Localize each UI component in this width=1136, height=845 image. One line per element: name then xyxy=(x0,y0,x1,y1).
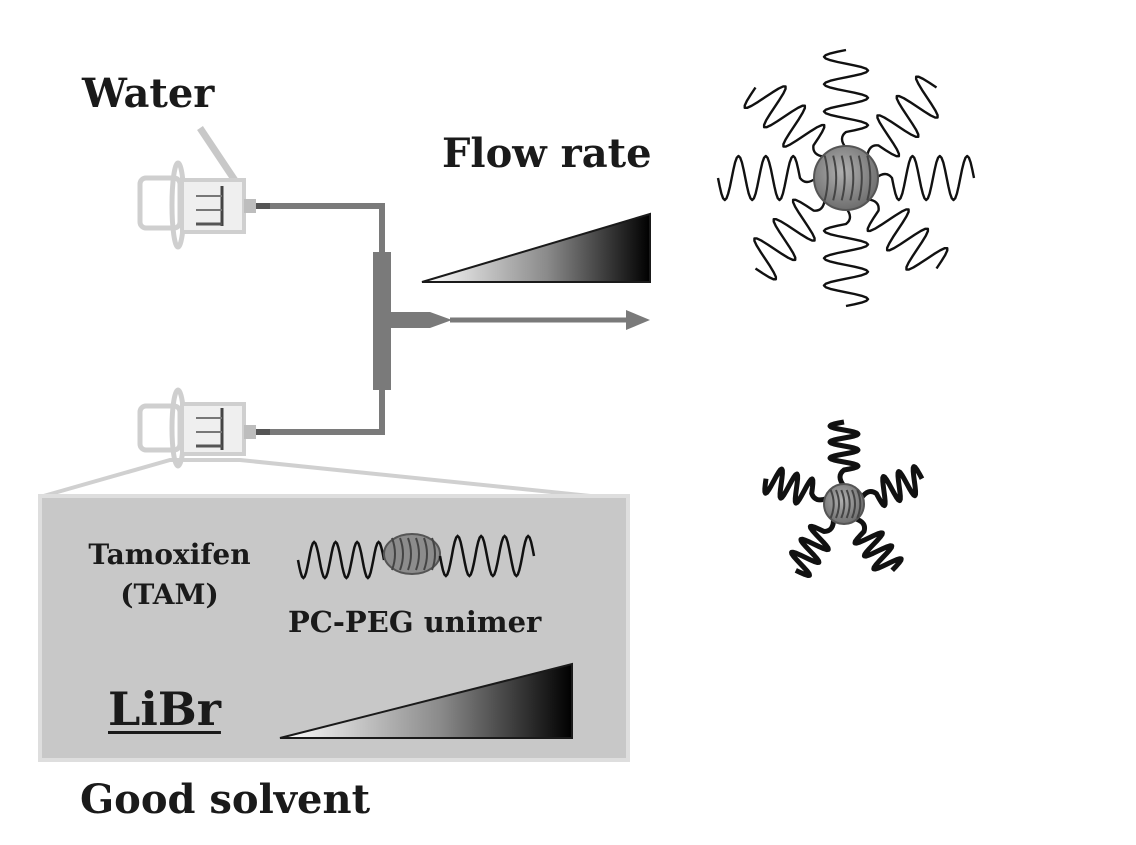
syringe-bottom-icon xyxy=(137,387,270,469)
flow-rate-gradient xyxy=(421,212,651,283)
peg-chain-arm xyxy=(866,198,949,271)
flow-rate-label: Flow rate xyxy=(442,130,652,177)
micelle-small-icon xyxy=(762,419,925,578)
peg-chain-arm xyxy=(743,85,826,158)
peg-chain-arm xyxy=(866,75,939,158)
unimer-icon xyxy=(296,533,536,580)
peg-chain-arm xyxy=(859,464,925,509)
peg-chain-arm xyxy=(716,154,817,202)
tamoxifen-label: Tamoxifen (TAM) xyxy=(82,535,257,615)
micelle-core-coil xyxy=(823,155,872,201)
t-junction-mixer-icon xyxy=(373,252,452,390)
tubing xyxy=(270,203,385,435)
unimer-label: PC-PEG unimer xyxy=(288,605,542,639)
peg-chain-arm xyxy=(822,207,870,308)
micelle-core xyxy=(813,145,879,211)
good-solvent-label: Good solvent xyxy=(80,776,371,823)
tamoxifen-line2: (TAM) xyxy=(120,578,219,611)
peg-chain-arm xyxy=(789,518,836,578)
arrow-right-icon xyxy=(450,310,650,330)
libr-gradient xyxy=(279,662,573,739)
peg-chain-arm xyxy=(822,48,870,149)
syringe-top-icon xyxy=(137,126,270,250)
peg-chain-arm xyxy=(852,516,904,573)
peg-chain-arm xyxy=(827,419,861,488)
zoom-lines xyxy=(39,458,601,499)
peg-chain-arm xyxy=(875,154,976,202)
micelle-large-icon xyxy=(716,48,976,308)
micelle-core-coil xyxy=(829,489,862,519)
libr-label: LiBr xyxy=(108,682,221,736)
peg-chain-arm xyxy=(753,198,826,281)
water-label: Water xyxy=(82,70,215,117)
tamoxifen-line1: Tamoxifen xyxy=(88,538,251,571)
peg-chain-arm xyxy=(762,466,828,506)
